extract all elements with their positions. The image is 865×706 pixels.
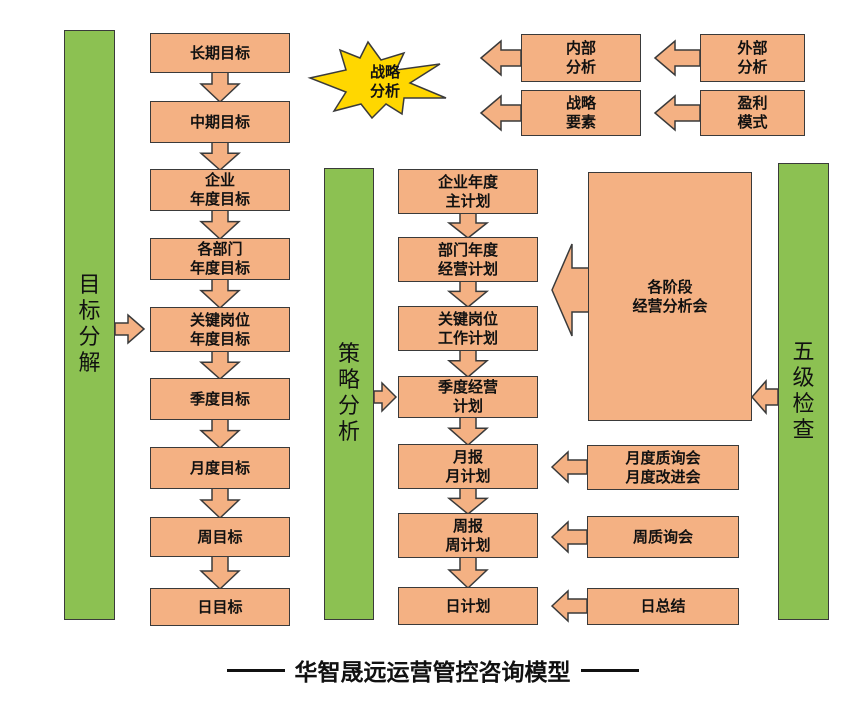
col1-down-arrow-3 bbox=[199, 209, 241, 241]
goal-decomposition-bar: 目 标 分 解 bbox=[64, 30, 115, 620]
five-level-check-bar: 五 级 检 查 bbox=[778, 163, 829, 620]
external-to-internal-arrow bbox=[653, 39, 701, 77]
col1-box-long-term: 长期目标 bbox=[150, 33, 290, 73]
col2-box-daily-plan: 日计划 bbox=[398, 587, 538, 625]
col1-box-company-annual: 企业 年度目标 bbox=[150, 169, 290, 211]
col1-down-arrow-6 bbox=[199, 418, 241, 450]
col2-down-arrow-1 bbox=[446, 212, 490, 239]
col1-box-key-position-annual: 关键岗位 年度目标 bbox=[150, 307, 290, 352]
diagram-title: 华智晟远运营管控咨询模型 bbox=[0, 650, 865, 690]
strategy-to-col2-arrow bbox=[373, 381, 398, 413]
title-dash-left bbox=[226, 668, 285, 672]
title-text: 华智晟远运营管控咨询模型 bbox=[294, 660, 571, 686]
col2-down-arrow-6 bbox=[447, 556, 489, 590]
weekly-review-arrow bbox=[550, 520, 588, 554]
title-dash-right bbox=[580, 668, 639, 672]
col1-box-monthly: 月度目标 bbox=[150, 447, 290, 489]
daily-summary-arrow bbox=[550, 589, 588, 623]
col1-down-arrow-2 bbox=[199, 141, 241, 172]
col2-box-quarterly-plan: 季度经营 计划 bbox=[398, 376, 538, 418]
col1-box-weekly: 周目标 bbox=[150, 517, 290, 557]
daily-summary-box: 日总结 bbox=[587, 588, 739, 625]
col1-down-arrow-7 bbox=[199, 487, 241, 520]
internal-to-burst-arrow bbox=[479, 39, 522, 77]
profit-model-box: 盈利 模式 bbox=[700, 90, 805, 136]
strategic-elements-box: 战略 要素 bbox=[521, 90, 641, 136]
strategy-burst-label: 战略 分析 bbox=[369, 63, 400, 100]
col2-down-arrow-4 bbox=[447, 416, 489, 447]
stage-business-meeting-box: 各阶段 经营分析会 bbox=[588, 172, 752, 421]
col1-down-arrow-8 bbox=[199, 555, 241, 591]
col2-box-weekly-plan: 周报 周计划 bbox=[398, 513, 538, 558]
col1-down-arrow-4 bbox=[199, 278, 241, 310]
col2-down-arrow-3 bbox=[446, 349, 490, 378]
elements-to-burst-arrow bbox=[479, 94, 522, 132]
col1-box-dept-annual: 各部门 年度目标 bbox=[150, 238, 290, 280]
check-to-meeting-arrow bbox=[751, 379, 779, 415]
weekly-review-box: 周质询会 bbox=[587, 516, 739, 558]
monthly-review-arrow bbox=[550, 450, 588, 484]
col1-box-mid-term: 中期目标 bbox=[150, 101, 290, 143]
col2-box-key-position-work-plan: 关键岗位 工作计划 bbox=[398, 306, 538, 351]
strategy-analysis-bar: 策 略 分 析 bbox=[324, 168, 374, 620]
col2-down-arrow-5 bbox=[446, 487, 490, 515]
monthly-review-box: 月度质询会 月度改进会 bbox=[587, 445, 739, 490]
col2-box-dept-business-plan: 部门年度 经营计划 bbox=[398, 237, 538, 282]
col2-box-company-master-plan: 企业年度 主计划 bbox=[398, 169, 538, 214]
col1-box-daily: 日目标 bbox=[150, 588, 290, 626]
profit-to-elements-arrow bbox=[653, 94, 701, 132]
external-analysis-box: 外部 分析 bbox=[700, 34, 805, 82]
col1-down-arrow-1 bbox=[199, 71, 241, 104]
internal-analysis-box: 内部 分析 bbox=[521, 34, 641, 82]
col1-box-quarterly: 季度目标 bbox=[150, 378, 290, 420]
goal-to-col1-arrow bbox=[114, 313, 146, 345]
meeting-to-col2-arrow bbox=[551, 243, 591, 337]
col2-down-arrow-2 bbox=[446, 280, 490, 308]
col1-down-arrow-5 bbox=[199, 350, 241, 381]
strategy-burst-icon bbox=[307, 40, 447, 120]
col2-box-monthly-plan: 月报 月计划 bbox=[398, 444, 538, 489]
